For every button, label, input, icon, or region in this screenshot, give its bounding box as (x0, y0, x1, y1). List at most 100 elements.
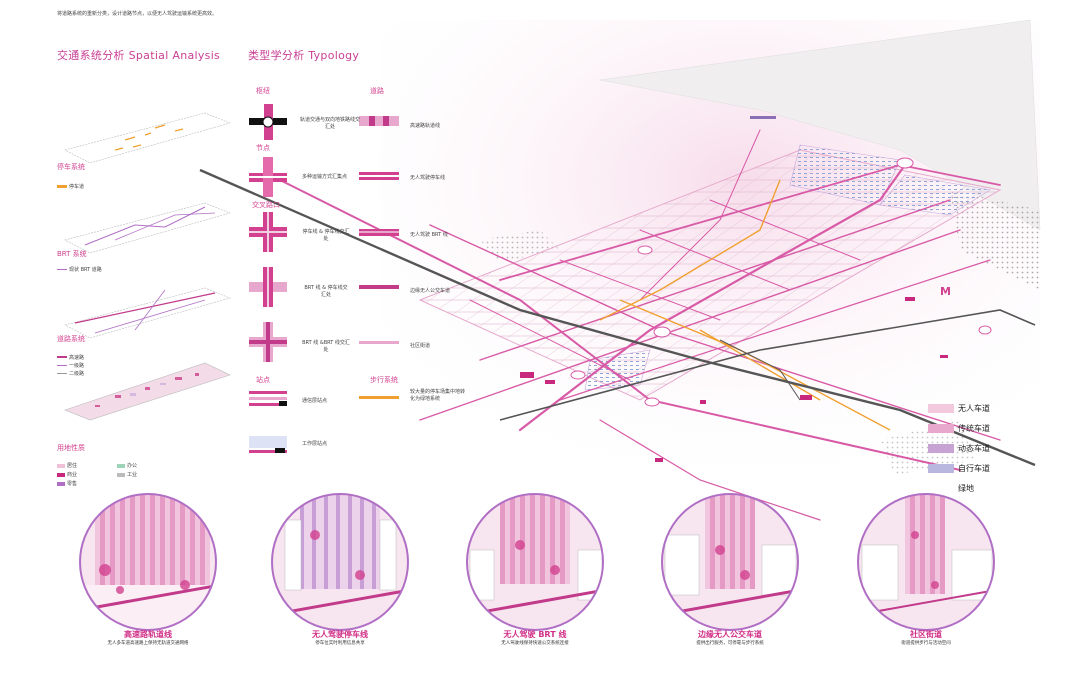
road-swatch (359, 172, 399, 180)
legend-label: 绿地 (958, 483, 974, 493)
legend-label: 居住 (67, 463, 78, 469)
station-icon (249, 436, 287, 453)
bubble-title: 高速路轨道线 (124, 630, 172, 639)
road-swatch (359, 285, 399, 289)
typology-road-swatches (359, 116, 399, 399)
legend-label: 动态车道 (958, 443, 990, 453)
bubble-caption: 无人驾驶停车线 停车位实时利用信息共享 (290, 629, 390, 646)
typology-desc-pedestrian: 较大量的停车场集中地转化为绿地系统 (410, 389, 466, 402)
legend-item: 居住 (57, 462, 117, 469)
legend-item: 商业 (57, 471, 117, 478)
legend-swatch (57, 268, 67, 271)
header-note: 将道路系统的重新分类，设计道路节点，以便无人驾驶运输系统更高效。 (57, 11, 218, 17)
legend-brt: 现状 BRT 道路 (57, 266, 102, 273)
legend-label: 传统车道 (958, 423, 990, 433)
legend-swatch (57, 481, 65, 486)
legend-item: 无人车道 (928, 398, 990, 418)
typology-desc-node: 多种运输方式汇集点 (302, 174, 348, 180)
typology-group-pedestrian: 步行系统 (370, 376, 398, 384)
typology-icons (249, 104, 287, 453)
layer-label-landuse: 用地性质 (57, 444, 85, 452)
layer-stack (64, 112, 231, 421)
bubble-subtitle: 停车位实时利用信息共享 (315, 641, 365, 646)
road-swatch (359, 116, 399, 126)
bubble-bus-lane (661, 493, 799, 631)
typology-desc-int-2: BRT 线 & 停车线交汇处 (304, 285, 348, 298)
layer-roads (64, 287, 231, 339)
typology-desc-hub: 轨道交通与双向地铁路线交汇处 (300, 117, 361, 130)
legend-parking: 停车道 (57, 183, 84, 190)
bubble-title: 无人驾驶停车线 (312, 630, 368, 639)
legend-label: 自行车道 (958, 463, 990, 473)
dense-block-south (880, 420, 975, 475)
legend-label: 一级路 (69, 362, 85, 369)
intersection-icon (249, 322, 287, 362)
bubble-subtitle: 无人驾驶线保持快速公交系统连接 (501, 641, 569, 646)
legend-swatch (57, 372, 67, 374)
legend-swatch (928, 403, 954, 413)
bubble-caption: 无人驾驶 BRT 线 无人驾驶线保持快速公交系统连接 (485, 629, 585, 646)
typology-group-station: 站点 (256, 376, 270, 384)
layer-label-roads: 道路系统 (57, 335, 85, 343)
legend-swatch (57, 364, 67, 366)
legend-item: 动态车道 (928, 438, 990, 458)
hub-icon (249, 104, 287, 140)
bubble-title: 边缘无人公交车道 (698, 630, 762, 639)
legend-label: 商业 (67, 472, 78, 478)
bubble-title: 社区街道 (910, 630, 942, 639)
typology-desc-road-1: 高速路轨道线 (410, 123, 441, 129)
typology-col-road: 道路 (370, 87, 384, 95)
legend-swatch (57, 356, 67, 358)
layer-brt (64, 202, 231, 254)
map-scale-bar (750, 116, 776, 119)
legend-swatch (57, 472, 65, 477)
legend-swatch (57, 463, 65, 468)
legend-swatch (57, 185, 67, 188)
bubble-caption: 边缘无人公交车道 提供出行服务，可停靠与步行系统 (680, 629, 780, 646)
map-legend: 无人车道 传统车道 动态车道 自行车道 绿地 (928, 398, 990, 498)
district-grid (418, 149, 1002, 401)
layer-label-brt: BRT 系统 (57, 250, 87, 258)
legend-item: 工业 (117, 471, 177, 478)
typology-group-intersection: 交叉路口 (252, 201, 280, 209)
legend-roads: 高速路 一级路 二级路 (57, 353, 84, 377)
legend-item: 高速路 (57, 353, 84, 361)
legend-label: 工业 (127, 472, 138, 478)
bubble-highway-rail (79, 493, 217, 631)
legend-item: 零售 (57, 480, 117, 487)
legend-swatch (928, 443, 954, 453)
dense-block-east (950, 190, 1040, 290)
legend-label: 无人车道 (958, 403, 990, 413)
legend-item: 二级路 (57, 369, 84, 377)
typology-desc-int-3: BRT 线 &BRT 线交汇处 (302, 340, 350, 353)
legend-item: 一级路 (57, 361, 84, 369)
legend-swatch (117, 463, 125, 468)
intersection-icon (249, 267, 287, 307)
typology-desc-road-4: 边缘无人公交车道 (410, 288, 451, 294)
layer-landuse (64, 362, 231, 421)
station-icon (249, 391, 287, 406)
bubble-parking-line (271, 493, 409, 631)
legend-landuse: 居住 办公 商业 工业 零售 (57, 462, 177, 487)
road-nodes (570, 157, 992, 407)
bubble-subtitle: 街道提供步行与活动空间 (901, 641, 951, 646)
legend-item: 绿地 (928, 478, 990, 498)
road-swatch (359, 341, 399, 344)
bubble-subtitle: 提供出行服务，可停靠与步行系统 (696, 641, 764, 646)
typology-title: 类型学分析 Typology (248, 49, 360, 62)
typology-group-node: 节点 (256, 144, 270, 152)
typology-col-hub: 枢纽 (256, 87, 270, 95)
layer-label-parking: 停车系统 (57, 163, 85, 171)
legend-label: 零售 (67, 481, 78, 487)
road-swatch (359, 396, 399, 399)
typology-desc-station-2: 工作层站点 (302, 441, 328, 447)
road-swatch (359, 229, 399, 236)
legend-label: 停车道 (69, 184, 85, 190)
typology-desc-road-2: 无人驾驶停车线 (410, 175, 446, 181)
bubble-caption: 高速路轨道线 无人多车道高速路上保持无轨道交通网络 (98, 629, 198, 646)
intersection-icon (249, 212, 287, 252)
legend-swatch (928, 483, 954, 493)
legend-swatch (928, 423, 954, 433)
land-use-blocks (520, 297, 948, 462)
